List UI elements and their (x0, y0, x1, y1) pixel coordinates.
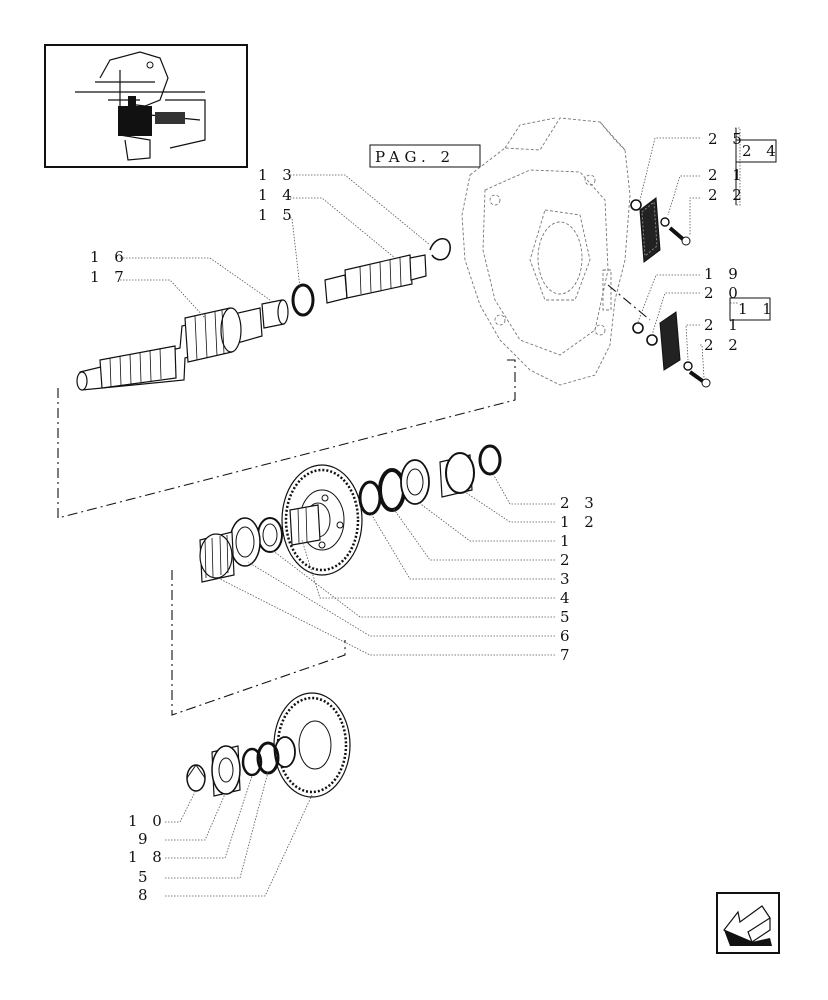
input-shaft-assembly (76, 237, 451, 391)
assembly-path-lines (57, 284, 651, 716)
callout-11: 1 1 (738, 300, 777, 318)
callout-15: 1 5 (258, 206, 297, 224)
callout-22-lower: 2 2 (704, 336, 743, 354)
callout-21-upper: 2 1 (708, 166, 747, 184)
callout-boxes (729, 128, 777, 321)
page-ref-box (369, 144, 481, 168)
callout-7: 7 (560, 646, 575, 664)
thumbnail-locator (44, 44, 248, 168)
callout-14: 1 4 (258, 186, 297, 204)
callout-1: 1 (560, 532, 575, 550)
transmission-housing (461, 117, 631, 386)
callout-21-lower: 2 1 (704, 316, 743, 334)
callout-25: 2 5 (708, 130, 747, 148)
callout-23: 2 3 (560, 494, 599, 512)
callout-20: 2 0 (704, 284, 743, 302)
callout-19: 1 9 (704, 265, 743, 283)
previous-page-arrow-icon[interactable] (716, 892, 780, 954)
callout-18: 1 8 (128, 848, 167, 866)
callout-13: 1 3 (258, 166, 297, 184)
callout-22-upper: 2 2 (708, 186, 747, 204)
callout-3: 3 (560, 570, 575, 588)
callout-10: 1 0 (128, 812, 167, 830)
callout-16: 1 6 (90, 248, 129, 266)
callout-9: 9 (138, 830, 153, 848)
callout-6: 6 (560, 627, 575, 645)
page-ref-label[interactable]: PAG. 2 (375, 148, 455, 166)
middle-gear-cluster (199, 444, 502, 583)
callout-12: 1 2 (560, 513, 599, 531)
plate-fasteners-upper (630, 197, 691, 263)
callout-2: 2 (560, 551, 575, 569)
callout-4: 4 (560, 589, 575, 607)
callout-17: 1 7 (90, 268, 129, 286)
callout-5-middle: 5 (560, 608, 575, 626)
callout-labels: 1 3 1 4 1 5 1 6 1 7 2 5 2 4 2 1 2 2 1 9 … (90, 130, 781, 904)
plate-fasteners-lower (632, 311, 711, 388)
leader-lines (120, 127, 741, 897)
callout-8: 8 (138, 886, 153, 904)
callout-24: 2 4 (742, 142, 781, 160)
callout-5-lower: 5 (138, 868, 153, 886)
lower-gear-cluster (186, 692, 351, 798)
